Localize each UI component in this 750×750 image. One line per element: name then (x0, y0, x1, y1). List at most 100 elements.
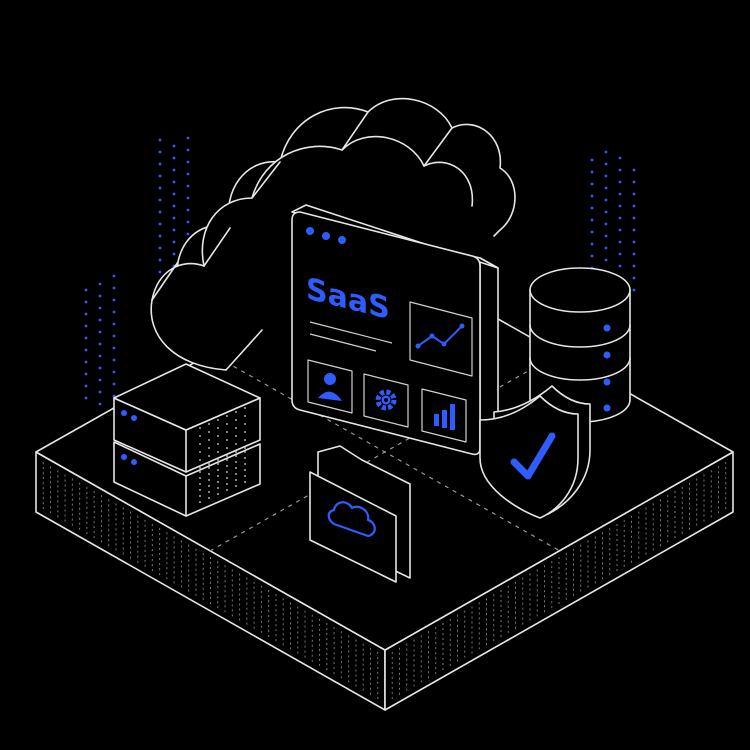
pattern-dot (244, 475, 246, 477)
pattern-dot (235, 411, 237, 413)
pattern-dot (604, 246, 608, 250)
pattern-dot (158, 246, 162, 250)
pattern-dot (186, 220, 190, 224)
server-vent (199, 407, 246, 503)
pattern-dot (217, 481, 219, 483)
pattern-dot (618, 192, 622, 196)
pattern-dot (158, 258, 162, 262)
pattern-dot (98, 378, 102, 382)
pattern-dot (632, 192, 636, 196)
pattern-dot (98, 318, 102, 322)
pattern-dot (590, 206, 594, 210)
pattern-dot (226, 447, 228, 449)
pattern-dot (590, 242, 594, 246)
pattern-dot (235, 485, 237, 487)
pattern-dot (604, 174, 608, 178)
pattern-dot (199, 467, 201, 469)
pattern-dot (244, 415, 246, 417)
pattern-dot (112, 370, 116, 374)
pattern-dot (632, 204, 636, 208)
pattern-dot (112, 310, 116, 314)
pattern-dot (172, 144, 176, 148)
pattern-dot (186, 196, 190, 200)
pattern-dot (235, 427, 237, 429)
pattern-dot (98, 402, 102, 406)
pattern-dot (226, 455, 228, 457)
pattern-dot (226, 431, 228, 433)
pattern-dot (226, 439, 228, 441)
pattern-dot (98, 294, 102, 298)
pattern-dot (186, 148, 190, 152)
pattern-dot (84, 360, 88, 364)
pattern-dot (590, 254, 594, 258)
pattern-dot (112, 322, 116, 326)
pattern-dot (235, 435, 237, 437)
pattern-dot (632, 228, 636, 232)
pattern-dot (632, 252, 636, 256)
pattern-dot (235, 451, 237, 453)
gear-icon (363, 373, 409, 428)
pattern-dot (618, 252, 622, 256)
pattern-dot (84, 372, 88, 376)
pattern-dot (84, 312, 88, 316)
pattern-dot (186, 184, 190, 188)
pattern-dot (208, 423, 210, 425)
pattern-dot (604, 222, 608, 226)
pattern-dot (590, 182, 594, 186)
pattern-dot (158, 222, 162, 226)
pattern-dot (199, 443, 201, 445)
pattern-dot (158, 270, 162, 274)
pattern-dot (208, 467, 210, 469)
pattern-dot (632, 216, 636, 220)
pattern-dot (632, 288, 636, 292)
pattern-dot (158, 210, 162, 214)
pattern-dot (226, 471, 228, 473)
pattern-dot (172, 156, 176, 160)
pattern-dot (244, 457, 246, 459)
pattern-dot (84, 336, 88, 340)
saas-window: SaaS (291, 204, 499, 463)
pattern-dot (226, 483, 228, 485)
pattern-dot (217, 493, 219, 495)
pattern-dot (604, 198, 608, 202)
pattern-dot (199, 459, 201, 461)
pattern-dot (112, 298, 116, 302)
pattern-dot (112, 382, 116, 386)
pattern-dot (604, 234, 608, 238)
pattern-dot (98, 390, 102, 394)
pattern-dot (208, 479, 210, 481)
pattern-dot (590, 230, 594, 234)
pattern-dot (199, 489, 201, 491)
pattern-dot (590, 218, 594, 222)
pattern-dot (244, 463, 246, 465)
pattern-dot (172, 168, 176, 172)
pattern-dot (235, 419, 237, 421)
pattern-dot (244, 439, 246, 441)
pattern-dot (186, 160, 190, 164)
pattern-dot (112, 274, 116, 278)
pattern-dot (618, 228, 622, 232)
pattern-dot (158, 150, 162, 154)
pattern-dot (590, 158, 594, 162)
pattern-dot (632, 180, 636, 184)
pattern-dot (618, 240, 622, 244)
pattern-dot (618, 204, 622, 208)
pattern-dot (226, 465, 228, 467)
pattern-dot (199, 477, 201, 479)
pattern-dot (158, 234, 162, 238)
pattern-dot (235, 455, 237, 457)
pattern-dot (604, 258, 608, 262)
pattern-dot (199, 501, 201, 503)
pattern-dot (244, 407, 246, 409)
pattern-dot (226, 423, 228, 425)
pattern-dot (217, 443, 219, 445)
pattern-dot (186, 208, 190, 212)
pattern-dot (235, 479, 237, 481)
pattern-dot (172, 180, 176, 184)
pattern-dot (158, 186, 162, 190)
pattern-dot (199, 435, 201, 437)
pattern-dot (217, 475, 219, 477)
pattern-dot (217, 463, 219, 465)
pattern-dot (199, 495, 201, 497)
pattern-dot (98, 366, 102, 370)
